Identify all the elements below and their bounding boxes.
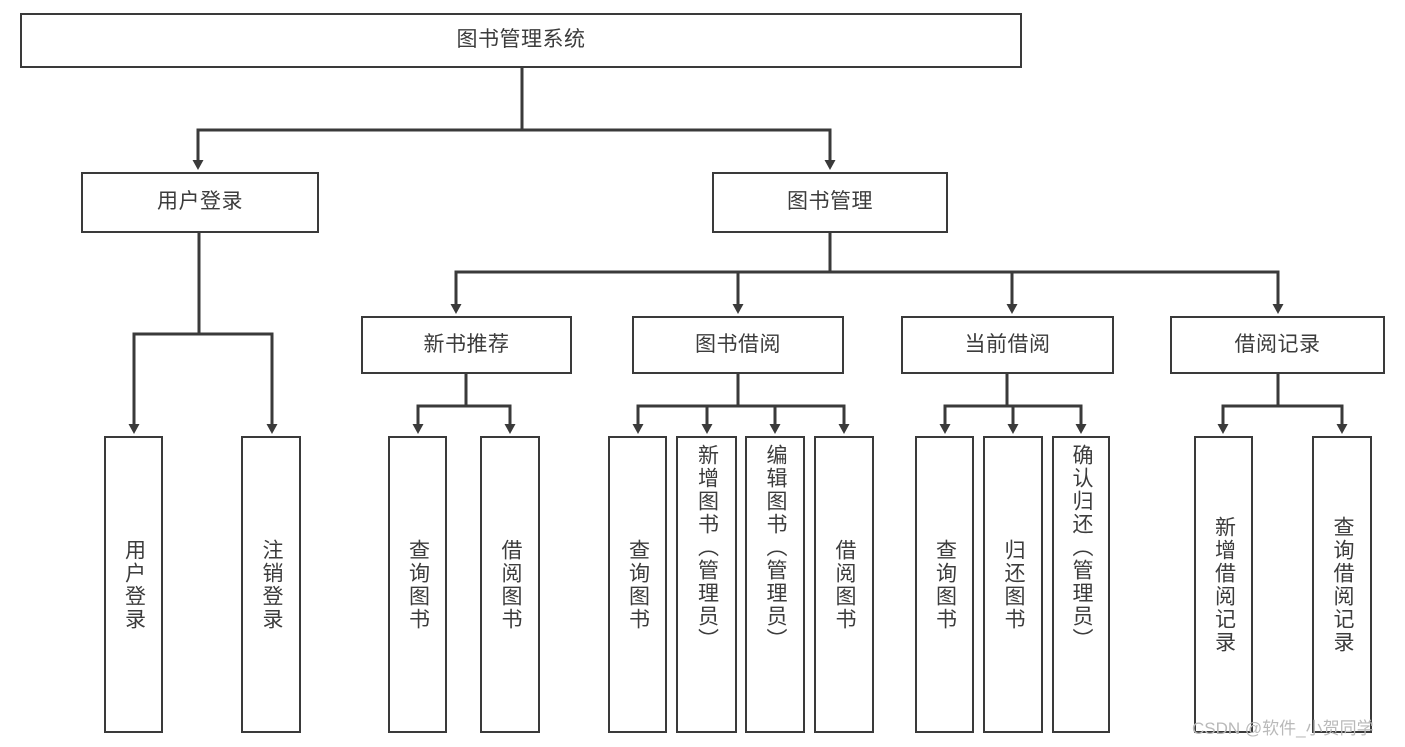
node-leaf-query-book[interactable]: 查询图书 bbox=[608, 436, 667, 733]
node-label: 新增图书（管理员） bbox=[695, 444, 719, 651]
node-user-login[interactable]: 用户登录 bbox=[81, 172, 319, 233]
node-leaf-query-book-cur[interactable]: 查询图书 bbox=[915, 436, 974, 733]
node-book-manage[interactable]: 图书管理 bbox=[712, 172, 948, 233]
node-leaf-query-record[interactable]: 查询借阅记录 bbox=[1312, 436, 1372, 733]
node-current-borrow[interactable]: 当前借阅 bbox=[901, 316, 1114, 374]
node-leaf-return-book[interactable]: 归还图书 bbox=[983, 436, 1043, 733]
node-label: 注销登录 bbox=[260, 538, 284, 631]
node-label: 归还图书 bbox=[1002, 538, 1026, 631]
node-label: 借阅记录 bbox=[1234, 332, 1321, 356]
node-leaf-borrow-book-rec[interactable]: 借阅图书 bbox=[480, 436, 540, 733]
node-label: 借阅图书 bbox=[833, 538, 857, 631]
node-leaf-query-book-rec[interactable]: 查询图书 bbox=[388, 436, 447, 733]
node-leaf-add-record[interactable]: 新增借阅记录 bbox=[1194, 436, 1253, 733]
node-label: 查询图书 bbox=[626, 538, 650, 631]
node-new-book-recommend[interactable]: 新书推荐 bbox=[361, 316, 572, 374]
node-label: 借阅图书 bbox=[499, 538, 523, 631]
node-leaf-borrow-book[interactable]: 借阅图书 bbox=[814, 436, 874, 733]
node-label: 查询图书 bbox=[933, 538, 957, 631]
node-label: 确认归还（管理员） bbox=[1070, 444, 1094, 651]
node-label: 用户登录 bbox=[157, 190, 243, 214]
node-label: 用户登录 bbox=[122, 538, 146, 631]
node-leaf-edit-book[interactable]: 编辑图书（管理员） bbox=[745, 436, 805, 733]
node-label: 图书管理系统 bbox=[456, 28, 586, 52]
node-label: 当前借阅 bbox=[964, 332, 1051, 356]
node-label: 新增借阅记录 bbox=[1212, 515, 1236, 654]
node-root-system[interactable]: 图书管理系统 bbox=[20, 13, 1022, 68]
node-label: 图书管理 bbox=[787, 190, 873, 214]
node-label: 图书借阅 bbox=[695, 332, 781, 356]
node-borrow-record[interactable]: 借阅记录 bbox=[1170, 316, 1385, 374]
node-label: 新书推荐 bbox=[423, 332, 510, 356]
node-leaf-confirm-return[interactable]: 确认归还（管理员） bbox=[1052, 436, 1110, 733]
node-label: 查询借阅记录 bbox=[1331, 515, 1355, 654]
node-book-borrow[interactable]: 图书借阅 bbox=[632, 316, 844, 374]
node-label: 查询图书 bbox=[406, 538, 430, 631]
node-label: 编辑图书（管理员） bbox=[764, 444, 788, 651]
node-leaf-user-login[interactable]: 用户登录 bbox=[104, 436, 163, 733]
node-leaf-logout[interactable]: 注销登录 bbox=[241, 436, 301, 733]
node-leaf-add-book[interactable]: 新增图书（管理员） bbox=[676, 436, 737, 733]
watermark-text: CSDN @软件_小贺同学 bbox=[1192, 719, 1374, 738]
